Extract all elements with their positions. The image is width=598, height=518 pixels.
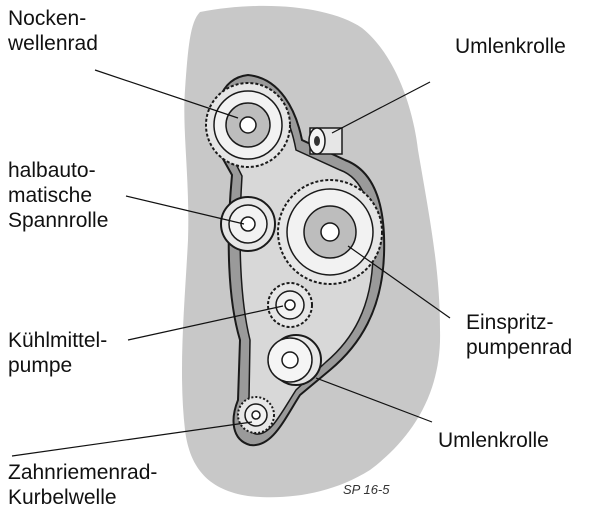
label-line: wellenrad	[8, 31, 98, 56]
label-einspritzpumpenrad: Einspritz- pumpenrad	[466, 310, 572, 360]
label-umlenkrolle-bottom: Umlenkrolle	[438, 428, 549, 453]
label-kurbelwelle: Zahnriemenrad- Kurbelwelle	[8, 460, 157, 510]
label-line: Zahnriemenrad-	[8, 460, 157, 485]
label-line: Kühlmittel-	[8, 328, 107, 353]
upper-idler-pulley	[309, 128, 342, 154]
label-line: Nocken-	[8, 6, 98, 31]
label-kuehlmittelpumpe: Kühlmittel- pumpe	[8, 328, 107, 378]
label-umlenkrolle-top: Umlenkrolle	[455, 34, 566, 59]
crankshaft-sprocket	[238, 397, 274, 433]
label-line: pumpe	[8, 353, 107, 378]
tensioner-pulley	[221, 197, 275, 251]
label-line: pumpenrad	[466, 335, 572, 360]
label-line: Einspritz-	[466, 310, 572, 335]
label-line: Kurbelwelle	[8, 485, 157, 510]
camshaft-sprocket	[206, 83, 290, 167]
label-line: halbauto-	[8, 158, 108, 183]
label-nockenwellenrad: Nocken- wellenrad	[8, 6, 98, 56]
label-line: Spannrolle	[8, 208, 108, 233]
label-line: matische	[8, 183, 108, 208]
coolant-pump-sprocket	[268, 283, 312, 327]
lower-idler-pulley	[268, 335, 321, 385]
figure-caption: SP 16-5	[343, 482, 390, 497]
injection-pump-sprocket	[278, 180, 382, 284]
label-spannrolle: halbauto- matische Spannrolle	[8, 158, 108, 233]
